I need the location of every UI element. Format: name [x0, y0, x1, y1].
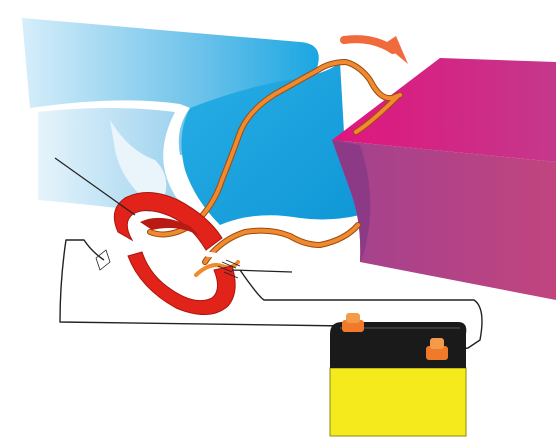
battery-terminal-positive	[342, 313, 364, 332]
commutator-ring-bottom	[128, 252, 235, 315]
south-magnet	[332, 58, 556, 300]
rotation-arrow	[344, 36, 408, 64]
battery	[330, 313, 466, 436]
commutator-gap-left	[116, 242, 146, 246]
north-magnet	[22, 18, 360, 225]
battery-body	[330, 368, 466, 436]
terminal-negative-top	[430, 338, 444, 349]
terminal-positive-top	[346, 313, 360, 323]
